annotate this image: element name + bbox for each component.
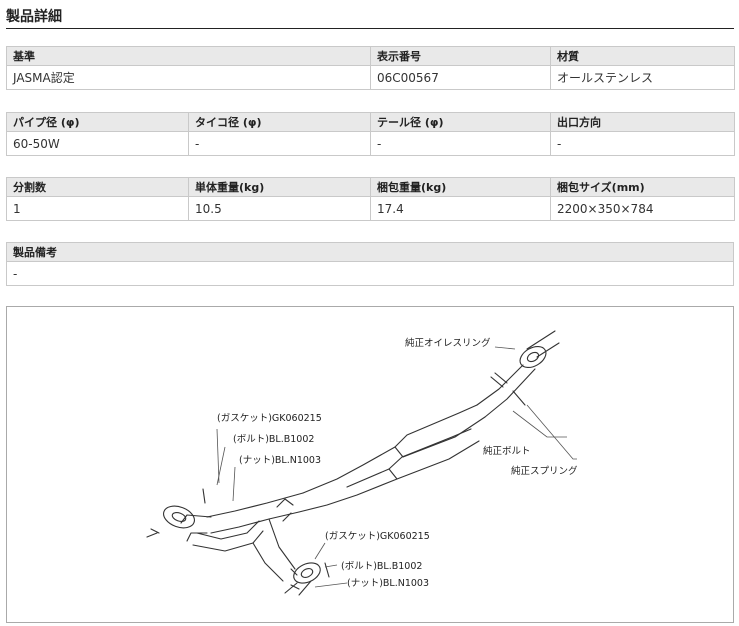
leader-bolt-stock: [512, 410, 567, 438]
label-nut-right: (ナット)BL.N1003: [347, 578, 430, 589]
header-standard: 基準: [6, 46, 371, 66]
spec-table-notes: 製品備考 -: [6, 242, 734, 286]
page-title: 製品詳細: [6, 9, 62, 25]
value-pieces: 1: [6, 196, 189, 221]
right-pipe: [252, 518, 296, 582]
leader-nut-right: [314, 582, 348, 588]
title-divider: [6, 28, 734, 29]
value-package-size: 2200×350×784: [550, 196, 735, 221]
header-product-notes: 製品備考: [6, 242, 734, 262]
spec-table-standard: 基準 表示番号 材質 JASMA認定 06C00567 オールステンレス: [6, 46, 735, 90]
resonator-upper: [394, 404, 486, 458]
header-tail-diameter: テール径 (φ): [370, 112, 551, 132]
label-gasket-right: (ガスケット)GK060215: [325, 531, 430, 542]
label-nut-left: (ナット)BL.N1003: [239, 455, 322, 466]
header-package-weight: 梱包重量(kg): [370, 177, 551, 197]
value-tail-diameter: -: [370, 131, 551, 156]
header-pieces: 分割数: [6, 177, 189, 197]
label-bolt-right: (ボルト)BL.B1002: [341, 561, 423, 572]
leader-bolt-right: [324, 564, 338, 568]
leader-oil-ring: [494, 346, 516, 350]
resonator-lower: [388, 428, 480, 480]
leader-spring: [526, 404, 577, 460]
header-unit-weight: 単体重量(kg): [188, 177, 371, 197]
value-exit-direction: -: [550, 131, 735, 156]
header-exit-direction: 出口方向: [550, 112, 735, 132]
left-flange: [163, 505, 195, 529]
front-pipe: [526, 330, 560, 358]
label-bolt-left: (ボルト)BL.B1002: [233, 434, 315, 445]
value-display-number: 06C00567: [370, 65, 551, 90]
parts-diagram: 純正オイレスリング 純正ボルト 純正スプリング (ガスケット)GK060215 …: [6, 306, 734, 623]
header-package-size: 梱包サイズ(mm): [550, 177, 735, 197]
leader-gasket-right: [314, 542, 326, 560]
header-display-number: 表示番号: [370, 46, 551, 66]
spec-table-weight: 分割数 単体重量(kg) 梱包重量(kg) 梱包サイズ(mm) 1 10.5 1…: [6, 177, 735, 221]
left-pipe: [192, 520, 264, 552]
label-bolt-stock: 純正ボルト: [483, 446, 531, 457]
value-pipe-diameter: 60-50W: [6, 131, 189, 156]
label-spring-stock: 純正スプリング: [511, 466, 578, 477]
header-muffler-diameter: タイコ径 (φ): [188, 112, 371, 132]
leader-gasket-left: [216, 428, 220, 484]
value-unit-weight: 10.5: [188, 196, 371, 221]
value-package-weight: 17.4: [370, 196, 551, 221]
leader-nut-left: [232, 466, 236, 502]
header-material: 材質: [550, 46, 735, 66]
front-flange: [519, 345, 547, 369]
leader-bolt-left: [216, 446, 226, 486]
label-oil-ring: 純正オイレスリング: [405, 338, 491, 349]
value-standard: JASMA認定: [6, 65, 371, 90]
value-product-notes: -: [6, 261, 734, 286]
value-material: オールステンレス: [550, 65, 735, 90]
spec-table-dimensions: パイプ径 (φ) タイコ径 (φ) テール径 (φ) 出口方向 60-50W -…: [6, 112, 735, 156]
value-muffler-diameter: -: [188, 131, 371, 156]
header-pipe-diameter: パイプ径 (φ): [6, 112, 189, 132]
exhaust-pipe-illustration: [146, 330, 577, 596]
label-gasket-left: (ガスケット)GK060215: [217, 413, 322, 424]
